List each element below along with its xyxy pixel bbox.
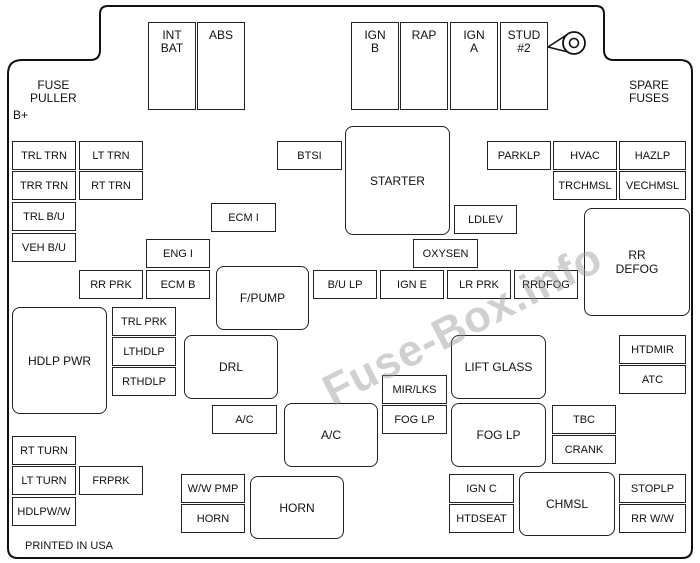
- fuse-frprk[interactable]: FRPRK: [79, 466, 143, 495]
- fuse-trl-trn[interactable]: TRL TRN: [12, 141, 76, 170]
- relay-starter[interactable]: STARTER: [345, 126, 450, 235]
- fuse-trchmsl[interactable]: TRCHMSL: [553, 171, 617, 200]
- fuse-bu-lp[interactable]: B/U LP: [313, 270, 377, 299]
- fuse-ldlev[interactable]: LDLEV: [454, 205, 517, 234]
- fuse-puller-label: FUSE PULLER: [30, 78, 77, 105]
- fuse-fog-lp[interactable]: FOG LP: [382, 405, 447, 434]
- fuse-htdseat[interactable]: HTDSEAT: [449, 504, 514, 533]
- fuse-stoplp[interactable]: STOPLP: [619, 474, 686, 503]
- fuse-ign-c[interactable]: IGN C: [449, 474, 514, 503]
- fuse-ecm-b[interactable]: ECM B: [146, 270, 210, 299]
- b-plus-label: B+: [13, 108, 29, 122]
- relay-lift-glass[interactable]: LIFT GLASS: [451, 335, 546, 399]
- relay-fog-lp[interactable]: FOG LP: [451, 403, 546, 467]
- spare-fuses-label: SPARE FUSES: [629, 78, 670, 105]
- fuse-ign-a[interactable]: IGN A: [450, 22, 498, 110]
- fuse-rr-ww[interactable]: RR W/W: [619, 504, 686, 533]
- fuse-hvac[interactable]: HVAC: [553, 141, 617, 170]
- fuse-rr-prk[interactable]: RR PRK: [79, 270, 143, 299]
- fuse-lt-trn[interactable]: LT TRN: [79, 141, 143, 170]
- fuse-hazlp[interactable]: HAZLP: [619, 141, 686, 170]
- fuse-trl-prk[interactable]: TRL PRK: [112, 307, 176, 336]
- fuse-tbc[interactable]: TBC: [552, 405, 616, 434]
- printed-in-usa-label: PRINTED IN USA: [25, 540, 114, 552]
- fuse-mir-lks[interactable]: MIR/LKS: [382, 375, 447, 404]
- fuse-rt-trn[interactable]: RT TRN: [79, 171, 143, 200]
- fuse-crank[interactable]: CRANK: [552, 435, 616, 464]
- relay-drl[interactable]: DRL: [184, 335, 278, 399]
- fuse-int-bat[interactable]: INT BAT: [148, 22, 196, 110]
- fuse-ac[interactable]: A/C: [212, 405, 277, 434]
- fuse-parklp[interactable]: PARKLP: [487, 141, 551, 170]
- fuse-ww-pmp[interactable]: W/W PMP: [181, 474, 245, 503]
- relay-horn[interactable]: HORN: [250, 476, 344, 539]
- fuse-btsi[interactable]: BTSI: [277, 141, 342, 170]
- relay-rr-defog[interactable]: RR DEFOG: [584, 208, 690, 316]
- stud-terminal-icon: [547, 31, 586, 55]
- relay-fpump[interactable]: F/PUMP: [216, 266, 309, 330]
- fuse-htdmir[interactable]: HTDMIR: [619, 335, 686, 364]
- fuse-eng-1[interactable]: ENG I: [146, 239, 210, 268]
- fuse-oxysen[interactable]: OXYSEN: [413, 239, 478, 268]
- fuse-lr-prk[interactable]: LR PRK: [447, 270, 511, 299]
- fuse-ign-b[interactable]: IGN B: [351, 22, 399, 110]
- fuse-stud-2[interactable]: STUD #2: [500, 22, 548, 110]
- fuse-vechmsl[interactable]: VECHMSL: [619, 171, 686, 200]
- fuse-trr-trn[interactable]: TRR TRN: [12, 171, 76, 200]
- fuse-lt-turn[interactable]: LT TURN: [12, 466, 76, 495]
- fuse-rt-turn[interactable]: RT TURN: [12, 436, 76, 465]
- fuse-ecm-1[interactable]: ECM I: [211, 203, 276, 232]
- relay-hdlp-pwr[interactable]: HDLP PWR: [12, 307, 107, 414]
- relay-ac[interactable]: A/C: [284, 403, 378, 467]
- fuse-atc[interactable]: ATC: [619, 365, 686, 394]
- fuse-box-border: [7, 5, 693, 559]
- fuse-lthdlp[interactable]: LTHDLP: [112, 337, 176, 366]
- fuse-rrdfog[interactable]: RRDFOG: [514, 270, 578, 299]
- fuse-ign-e[interactable]: IGN E: [380, 270, 444, 299]
- fuse-abs[interactable]: ABS: [197, 22, 245, 110]
- fuse-rap[interactable]: RAP: [400, 22, 448, 110]
- fuse-horn[interactable]: HORN: [181, 504, 245, 533]
- fuse-veh-bu[interactable]: VEH B/U: [12, 233, 76, 262]
- fuse-trl-bu[interactable]: TRL B/U: [12, 202, 76, 231]
- fuse-hdlpww[interactable]: HDLPW/W: [12, 497, 76, 526]
- relay-chmsl[interactable]: CHMSL: [519, 472, 615, 536]
- fuse-rthdlp[interactable]: RTHDLP: [112, 367, 176, 396]
